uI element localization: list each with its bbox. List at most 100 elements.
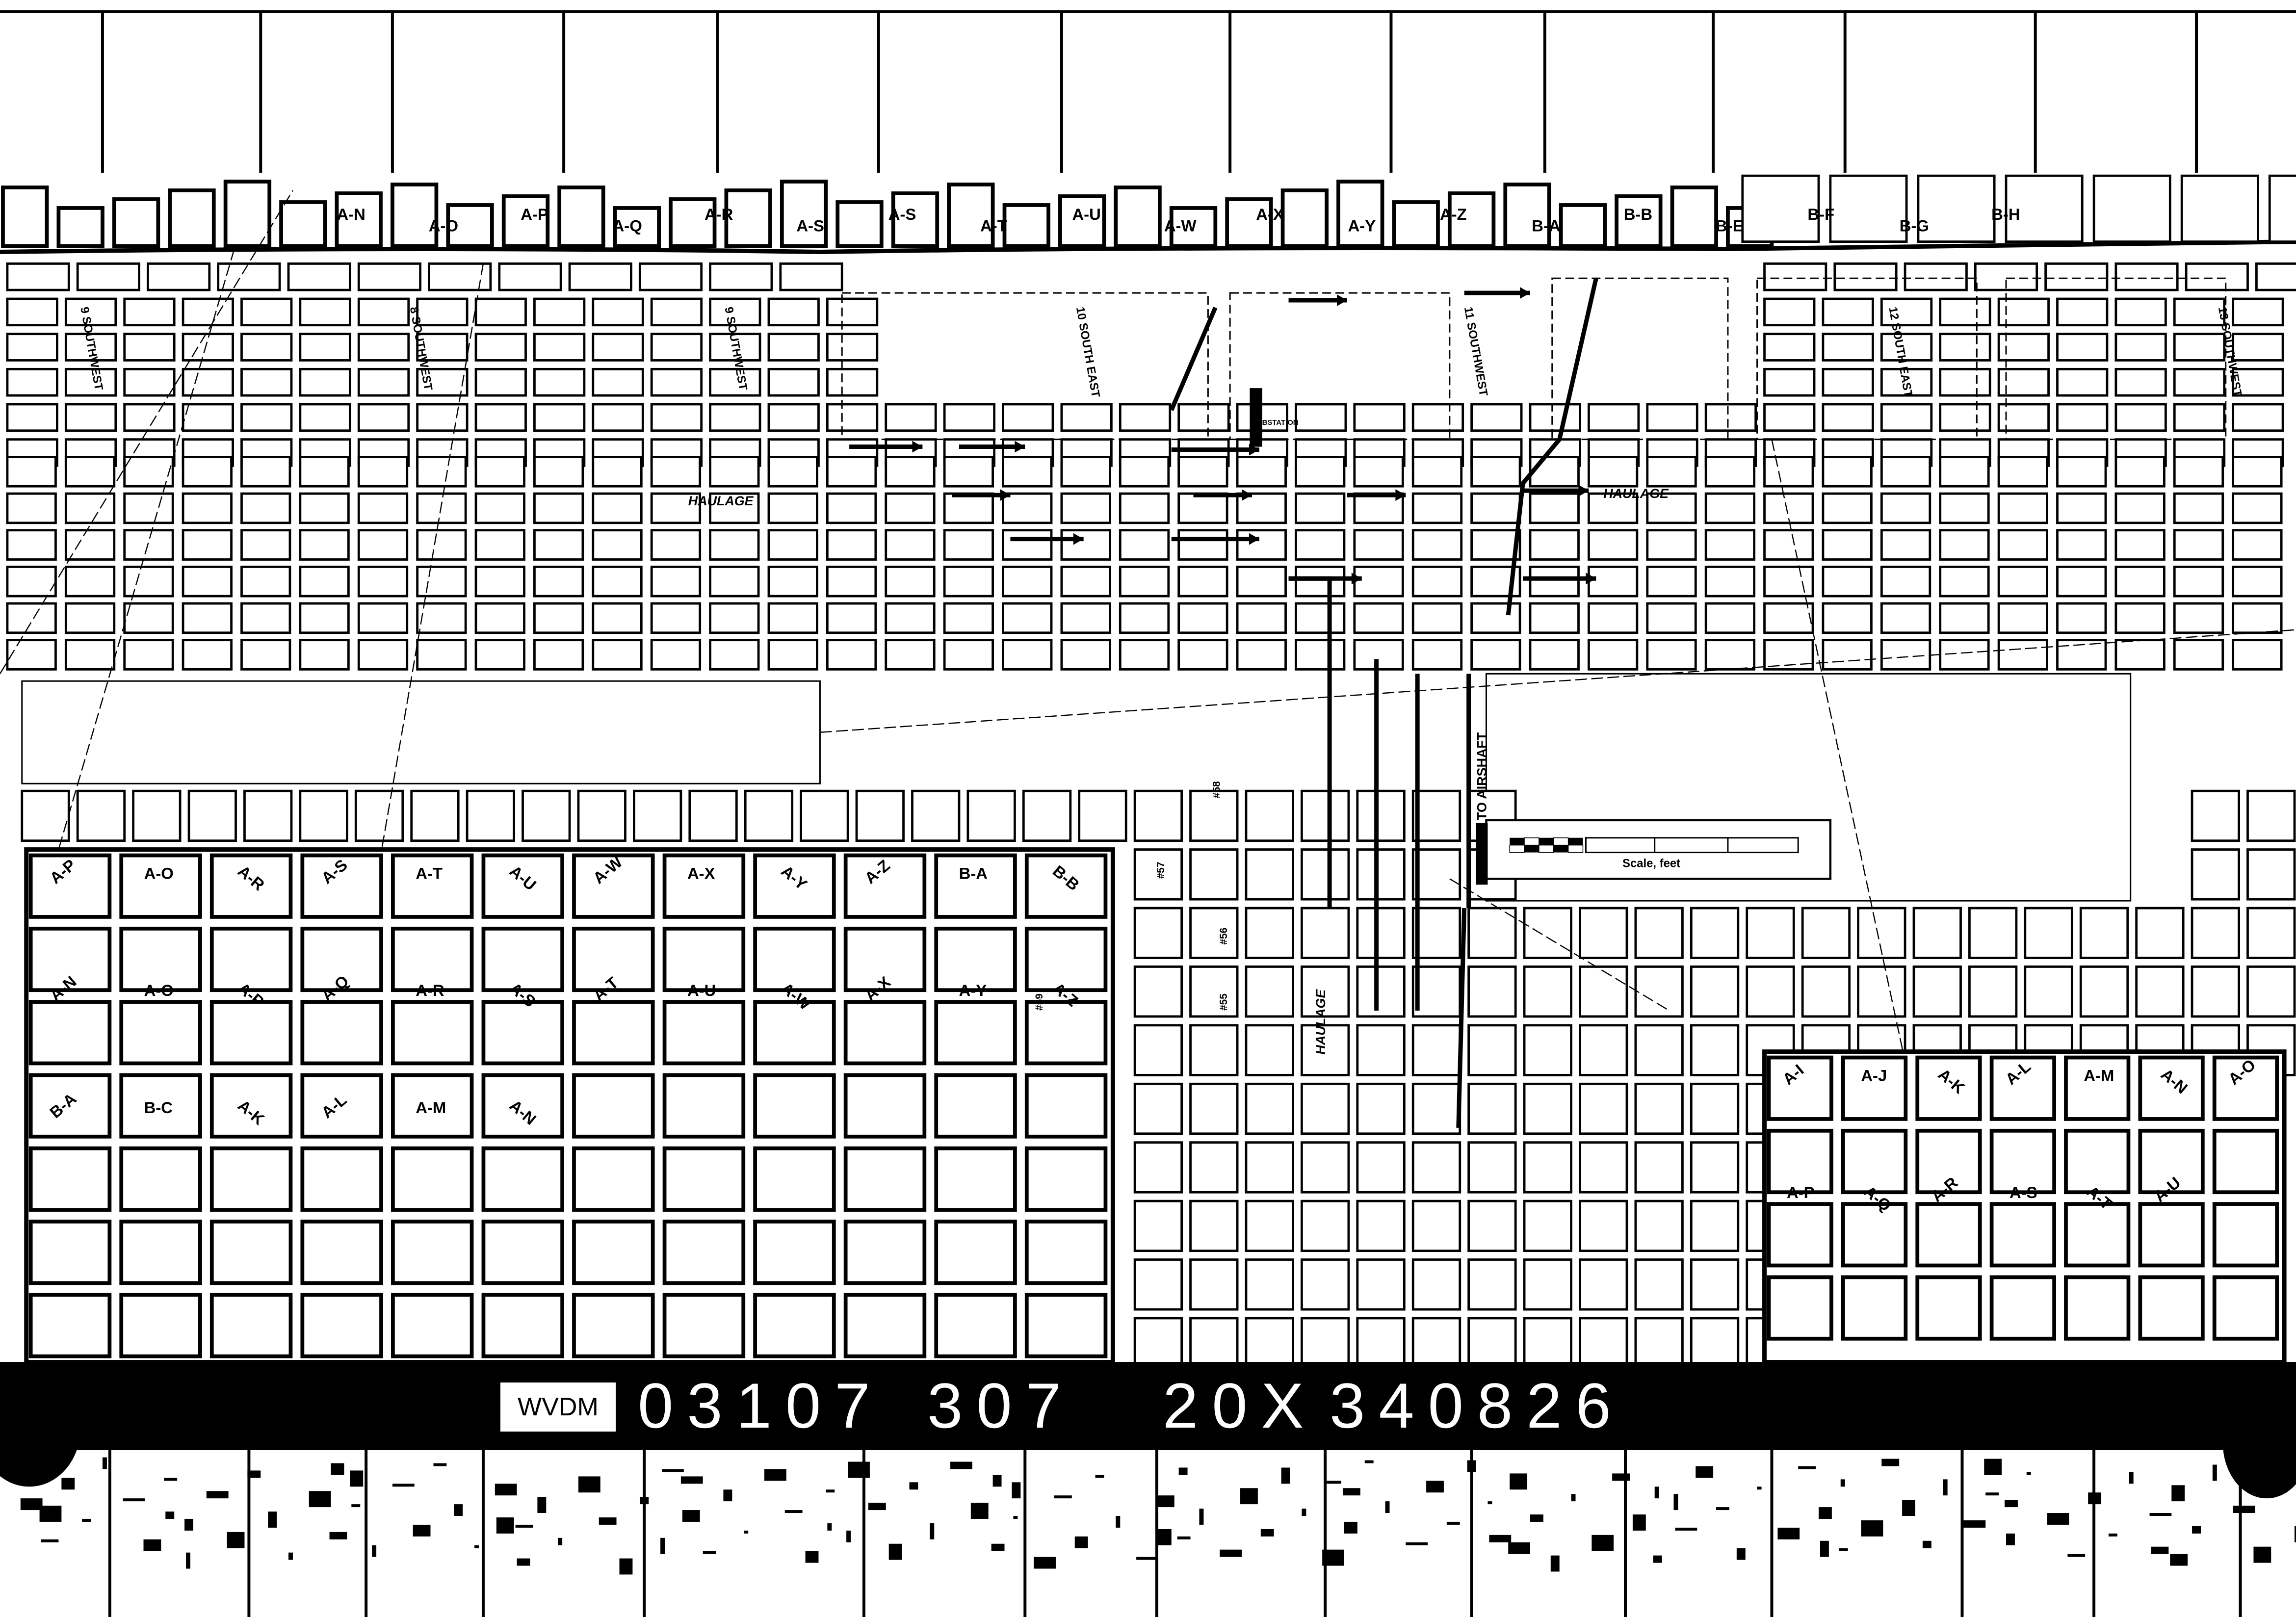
- pillar: [2173, 403, 2226, 432]
- room-label: A-Y: [1348, 217, 1376, 235]
- pillar: [2246, 907, 2296, 959]
- pillar: [64, 566, 116, 598]
- scan-noise: [309, 1491, 331, 1508]
- pillar: [1295, 602, 1346, 634]
- room: [934, 853, 1017, 919]
- pillar: [1060, 529, 1111, 561]
- pillar: [1467, 965, 1517, 1018]
- scan-noise: [827, 1523, 832, 1531]
- room: [1670, 185, 1718, 248]
- pillar: [533, 602, 584, 634]
- pillar: [1912, 965, 1962, 1018]
- scan-noise: [846, 1530, 851, 1542]
- room: [843, 926, 927, 992]
- pillar: [123, 602, 174, 634]
- pillar: [1133, 1258, 1183, 1311]
- pillar: [1880, 333, 1933, 362]
- room-number: #58: [1211, 781, 1222, 798]
- pillar: [1646, 492, 1697, 524]
- pillar: [416, 492, 467, 524]
- pillar: [943, 456, 994, 488]
- scan-noise: [909, 1482, 918, 1490]
- room: [168, 188, 216, 248]
- scan-noise: [1467, 1460, 1476, 1472]
- pillar: [568, 262, 632, 291]
- pillar: [1060, 403, 1113, 432]
- airshaft-label: TO AIRSHAFT: [1474, 732, 1489, 820]
- room: [662, 1073, 746, 1139]
- pillar: [1470, 403, 1523, 432]
- pillar: [1634, 1317, 1684, 1369]
- scan-noise: [1364, 1460, 1374, 1463]
- pillar: [2232, 639, 2283, 671]
- scan-noise: [1177, 1536, 1191, 1539]
- scan-noise: [1510, 1473, 1528, 1490]
- pillar: [2173, 602, 2224, 634]
- scan-noise: [950, 1461, 972, 1469]
- pillar: [1646, 456, 1697, 488]
- survey-line: [0, 190, 293, 674]
- pillar: [1523, 1258, 1572, 1311]
- scan-noise: [496, 1517, 514, 1534]
- room: [891, 191, 939, 248]
- pillar: [2232, 602, 2283, 634]
- pillar: [2191, 789, 2240, 842]
- pillar: [357, 602, 409, 634]
- pillar: [943, 492, 994, 524]
- scan-noise: [2026, 1472, 2031, 1475]
- pillar: [1968, 907, 2018, 959]
- scan-noise: [764, 1469, 786, 1481]
- scan-noise: [619, 1558, 633, 1575]
- pillar: [2056, 566, 2107, 598]
- pillar: [2114, 262, 2179, 291]
- scan-noise: [268, 1512, 277, 1528]
- room: [753, 1220, 836, 1285]
- pillar: [533, 639, 584, 671]
- pillar: [1880, 566, 1931, 598]
- room-label: A-P: [521, 205, 548, 223]
- room: [391, 926, 474, 992]
- room: [1989, 1202, 2056, 1268]
- pillar: [240, 566, 291, 598]
- room: [753, 1073, 836, 1139]
- scan-noise: [1136, 1557, 1158, 1560]
- pillar: [1822, 566, 1873, 598]
- pillar: [1634, 1082, 1684, 1135]
- pillar: [826, 297, 879, 327]
- pillar: [1236, 456, 1287, 488]
- pillar: [1690, 907, 1740, 959]
- pillar: [2114, 566, 2166, 598]
- scan-noise: [331, 1463, 344, 1475]
- scale-bar: Scale, feet: [1476, 819, 1832, 885]
- room: [572, 853, 655, 919]
- pillar: [6, 403, 58, 432]
- pillar: [182, 492, 233, 524]
- pillar: [299, 639, 350, 671]
- pillar: [1236, 602, 1287, 634]
- pillar: [1746, 907, 1795, 959]
- scan-noise: [1406, 1542, 1428, 1545]
- pillar: [1133, 1317, 1183, 1369]
- pillar: [1133, 907, 1183, 959]
- room-label: B-F: [1807, 205, 1834, 223]
- pillar: [1634, 1258, 1684, 1311]
- scan-noise: [1839, 1548, 1848, 1551]
- room: [1767, 1128, 1833, 1195]
- pillar: [2056, 492, 2107, 524]
- pillar: [1588, 456, 1639, 488]
- room: [1829, 174, 1908, 243]
- pillar: [474, 297, 527, 327]
- worked-out-area: [1485, 673, 2132, 902]
- pillar: [943, 639, 994, 671]
- pillar: [1763, 566, 1814, 598]
- pillar: [2114, 367, 2167, 397]
- room: [279, 200, 327, 248]
- pillar: [217, 262, 281, 291]
- room: [119, 1220, 202, 1285]
- pillar: [1880, 639, 1931, 671]
- pillar: [2114, 297, 2167, 327]
- scan-noise: [350, 1470, 364, 1487]
- room: [2138, 1275, 2205, 1341]
- pillar: [1119, 639, 1170, 671]
- scan-noise: [1820, 1540, 1829, 1557]
